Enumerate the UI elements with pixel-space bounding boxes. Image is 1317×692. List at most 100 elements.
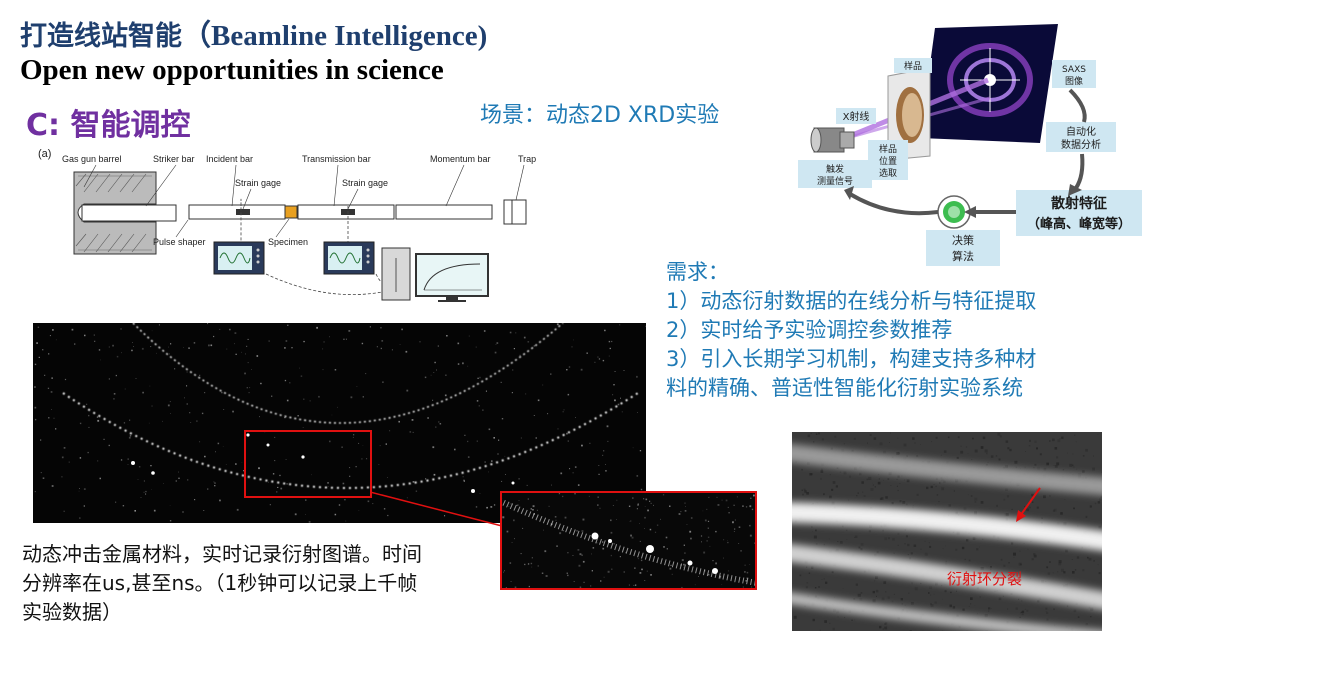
noise-speck xyxy=(1054,447,1058,450)
noise-speck xyxy=(669,567,672,570)
noise-speck xyxy=(1003,564,1006,567)
noise-speck xyxy=(311,474,312,476)
noise-speck xyxy=(632,447,634,449)
noise-speck xyxy=(508,505,510,507)
requirement-item: 2）实时给予实验调控参数推荐 xyxy=(666,318,953,342)
noise-speck xyxy=(844,617,846,619)
noise-speck xyxy=(1025,451,1026,452)
noise-speck xyxy=(650,502,652,504)
noise-speck xyxy=(203,510,205,511)
noise-speck xyxy=(1007,447,1010,450)
noise-speck xyxy=(141,347,144,350)
noise-speck xyxy=(965,446,968,448)
noise-speck xyxy=(903,443,907,447)
noise-speck xyxy=(362,445,364,446)
noise-speck xyxy=(221,391,223,394)
zoomed-inset xyxy=(500,491,757,590)
noise-speck xyxy=(1008,562,1010,564)
label-decision: 决策 算法 xyxy=(926,230,1000,266)
noise-speck xyxy=(843,471,847,475)
noise-speck xyxy=(1021,613,1024,616)
noise-speck xyxy=(941,585,943,587)
noise-speck xyxy=(928,592,930,594)
noise-speck xyxy=(556,323,559,326)
noise-speck xyxy=(1039,453,1042,456)
noise-speck xyxy=(1053,508,1057,512)
noise-speck xyxy=(567,393,570,396)
noise-speck xyxy=(1000,558,1003,561)
noise-speck xyxy=(935,436,938,439)
svg-text:算法: 算法 xyxy=(952,249,974,263)
noise-speck xyxy=(625,552,626,553)
noise-speck xyxy=(353,434,355,436)
noise-speck xyxy=(911,602,914,605)
label-scatter-feature: 散射特征 （峰高、峰宽等） xyxy=(1016,190,1142,236)
noise-speck xyxy=(308,521,311,523)
noise-speck xyxy=(1057,522,1060,525)
noise-speck xyxy=(896,478,898,480)
noise-speck xyxy=(878,478,880,480)
noise-speck xyxy=(588,495,590,497)
noise-speck xyxy=(500,381,502,383)
noise-speck xyxy=(997,540,999,541)
noise-speck xyxy=(1060,512,1063,515)
svg-text:选取: 选取 xyxy=(879,167,897,179)
noise-speck xyxy=(1041,517,1043,519)
noise-speck xyxy=(853,619,855,621)
noise-speck xyxy=(616,519,617,520)
noise-speck xyxy=(598,465,600,466)
noise-speck xyxy=(182,511,184,513)
noise-speck xyxy=(670,564,672,566)
noise-speck xyxy=(1094,502,1097,505)
noise-speck xyxy=(653,550,655,552)
noise-speck xyxy=(44,374,46,376)
noise-speck xyxy=(944,590,947,593)
noise-speck xyxy=(832,481,836,484)
noise-speck xyxy=(794,441,796,443)
noise-speck xyxy=(1069,463,1073,467)
noise-speck xyxy=(982,436,986,440)
noise-speck xyxy=(869,434,872,437)
noise-speck xyxy=(879,442,883,446)
noise-speck xyxy=(843,443,845,445)
noise-speck xyxy=(619,324,621,326)
noise-speck xyxy=(649,528,652,531)
noise-speck xyxy=(124,388,126,390)
noise-speck xyxy=(479,493,481,494)
noise-speck xyxy=(366,458,368,460)
zoom-highlight-box xyxy=(244,430,372,498)
inset-noise xyxy=(500,492,757,590)
noise-speck xyxy=(995,455,998,457)
noise-speck xyxy=(1076,468,1078,470)
noise-speck xyxy=(493,504,496,506)
noise-speck xyxy=(680,511,682,513)
noise-speck xyxy=(63,447,66,449)
requirement-item: 1）动态衍射数据的在线分析与特征提取 xyxy=(666,289,1037,313)
noise-speck xyxy=(849,475,851,478)
noise-speck xyxy=(582,560,585,563)
noise-speck xyxy=(824,620,827,623)
noise-speck xyxy=(942,598,943,600)
saxs-detector-image xyxy=(920,24,1058,143)
noise-speck xyxy=(1021,611,1023,613)
noise-speck xyxy=(1006,513,1009,517)
noise-speck xyxy=(678,513,681,515)
noise-speck xyxy=(980,567,984,571)
noise-speck xyxy=(97,460,99,462)
noise-speck xyxy=(879,625,882,629)
monitor xyxy=(415,253,489,302)
noise-speck xyxy=(127,464,129,465)
noise-speck xyxy=(868,476,872,480)
flow-arrows xyxy=(848,88,1087,216)
noise-speck xyxy=(558,492,561,495)
noise-speck xyxy=(728,512,730,514)
noise-speck xyxy=(685,506,686,507)
shpb-diagram: (a) Gas gun barrel Striker bar Incident … xyxy=(38,148,536,302)
noise-speck xyxy=(527,563,530,565)
noise-speck xyxy=(433,372,435,373)
noise-speck xyxy=(52,329,54,331)
noise-speck xyxy=(337,406,338,408)
noise-speck xyxy=(893,593,895,595)
noise-speck xyxy=(309,400,311,402)
svg-text:散射特征: 散射特征 xyxy=(1051,195,1107,212)
